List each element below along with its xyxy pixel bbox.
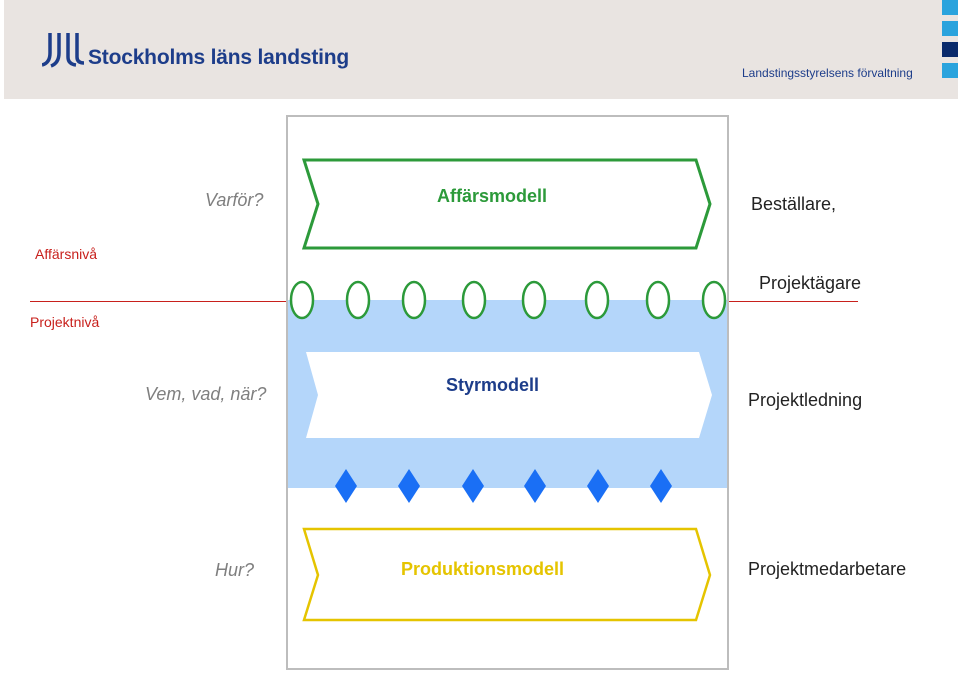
project-level-label: Projektnivå (30, 314, 100, 330)
diagram-frame (286, 115, 729, 670)
business-model-arrow (301, 158, 712, 250)
diamond-milestone-icon (587, 469, 609, 503)
role-project-management: Projektledning (748, 390, 863, 410)
level-divider-left (30, 301, 286, 302)
governance-model-label: Styrmodell (446, 375, 540, 395)
milestone-diamonds (335, 469, 672, 503)
business-model-label: Affärsmodell (437, 186, 548, 206)
diamond-milestone-icon (398, 469, 420, 503)
oval-gate-icon (461, 280, 487, 320)
diamond-milestone-icon (462, 469, 484, 503)
header-bar: Stockholms läns landsting Landstingsstyr… (4, 0, 958, 99)
oval-gate-icon (645, 280, 671, 320)
oval-gate-icon (289, 280, 315, 320)
diamond-milestone-icon (335, 469, 357, 503)
gate-ovals (289, 280, 727, 320)
org-name: Stockholms läns landsting (88, 46, 350, 69)
question-how: Hur? (215, 560, 255, 580)
square-2 (942, 21, 958, 36)
diamond-milestone-icon (524, 469, 546, 503)
oval-gate-icon (401, 280, 427, 320)
department-name: Landstingsstyrelsens förvaltning (742, 66, 913, 80)
square-4 (942, 63, 958, 78)
role-project-owner: Projektägare (759, 273, 862, 293)
question-why: Varför? (205, 190, 264, 210)
oval-gate-icon (584, 280, 610, 320)
square-3 (942, 42, 958, 57)
governance-model-arrow (306, 352, 712, 438)
production-model-arrow (302, 527, 712, 622)
question-who-what-when: Vem, vad, när? (145, 384, 267, 404)
role-project-members: Projektmedarbetare (748, 559, 907, 579)
oval-gate-icon (345, 280, 371, 320)
square-1 (942, 0, 958, 15)
diamond-milestone-icon (650, 469, 672, 503)
oval-gate-icon (521, 280, 547, 320)
production-model-label: Produktionsmodell (401, 559, 565, 579)
oval-gate-icon (701, 280, 727, 320)
role-orderer: Beställare, (751, 194, 837, 214)
business-level-label: Affärsnivå (35, 246, 97, 262)
sll-logo-icon (42, 33, 85, 68)
level-divider-right (729, 301, 858, 302)
